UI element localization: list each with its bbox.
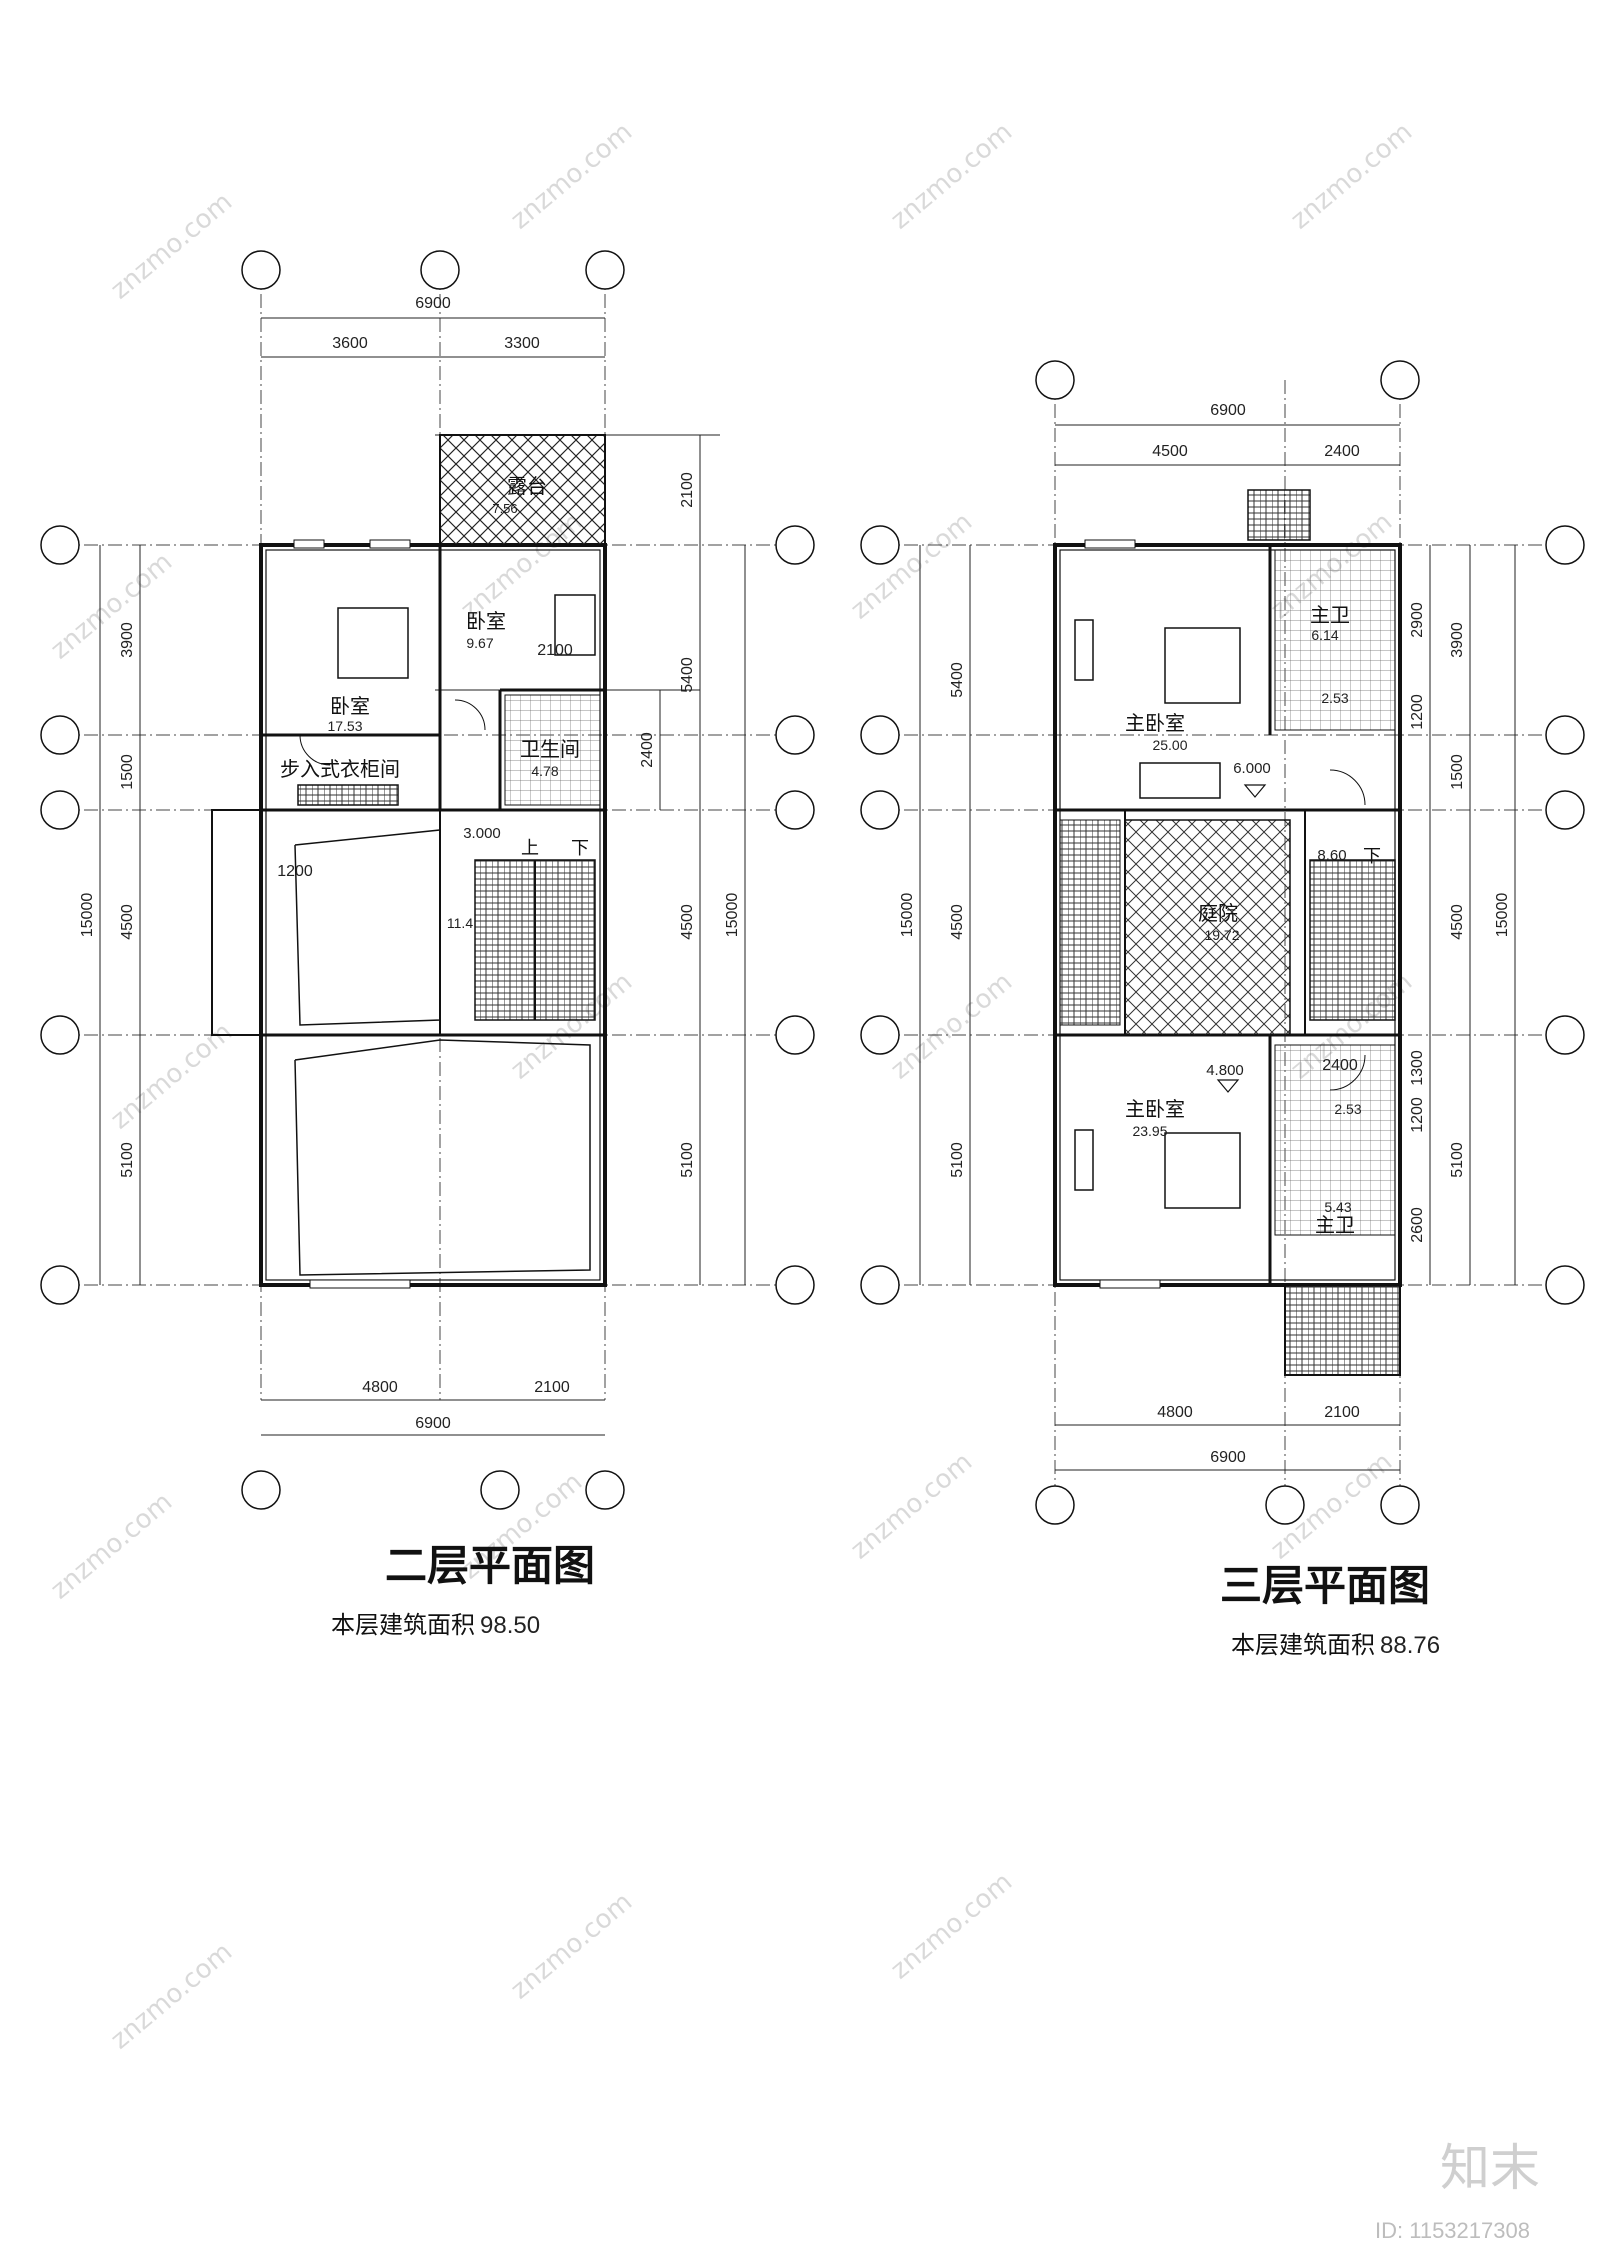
f3-room-courtyard: 庭院 bbox=[1198, 901, 1238, 925]
f3-dim-left-c: 5100 bbox=[949, 1142, 966, 1178]
f3-level2: 4.800 bbox=[1206, 1062, 1244, 1079]
f2-room-bed1: 卧室 bbox=[330, 694, 370, 718]
f2-stair-down: 下 bbox=[571, 838, 589, 859]
f2-room-bed2: 卧室 bbox=[466, 609, 506, 633]
f3-room-bath2-area: 5.43 bbox=[1324, 1199, 1351, 1215]
watermark-text: znzmo.com bbox=[1285, 117, 1418, 235]
f2-stair-level: 3.000 bbox=[463, 825, 501, 842]
f2-dim-mid-b: 1200 bbox=[277, 863, 313, 880]
f3-dim-left-total: 15000 bbox=[899, 893, 916, 938]
brand-logo: 知末 bbox=[1440, 2139, 1540, 2197]
brand-watermark: 知末 ID: 1153217308 bbox=[1375, 2139, 1540, 2243]
f2-dim-left-c: 4500 bbox=[119, 904, 136, 940]
f3-room-master1: 主卧室 bbox=[1125, 711, 1185, 735]
f2-dim-right-d: 4500 bbox=[679, 904, 696, 940]
f3-room-master2: 主卧室 bbox=[1125, 1097, 1185, 1121]
watermark-text: znzmo.com bbox=[885, 117, 1018, 235]
f2-room-bed1-area: 17.53 bbox=[327, 718, 362, 734]
watermark-text: znzmo.com bbox=[105, 1937, 238, 2055]
f2-dim-left-a: 3900 bbox=[119, 622, 136, 658]
f2-dim-right-total: 15000 bbox=[724, 893, 741, 938]
watermark-text: znzmo.com bbox=[845, 1447, 978, 1565]
f3-dim-right-d: 1500 bbox=[1449, 754, 1466, 790]
f2-room-closet: 步入式衣柜间 bbox=[280, 757, 400, 781]
f2-room-bath: 卫生间 bbox=[520, 737, 580, 761]
f2-area-value: 98.50 bbox=[480, 1612, 540, 1639]
watermark-text: znzmo.com bbox=[105, 187, 238, 305]
f3-dim-left-b: 4500 bbox=[949, 904, 966, 940]
f2-dim-top-b: 3300 bbox=[504, 335, 540, 352]
f3-dim-top-total: 6900 bbox=[1210, 402, 1246, 419]
f3-dim-mid-a: 2400 bbox=[1322, 1057, 1358, 1074]
f2-dim-left-total: 15000 bbox=[79, 893, 96, 938]
floor3-labels: 6900 4500 2400 4800 2100 6900 5400 4500 … bbox=[899, 402, 1511, 1659]
f3-room-master2-area: 23.95 bbox=[1132, 1123, 1167, 1139]
f2-dim-left-d: 5100 bbox=[119, 1142, 136, 1178]
f3-dim-right-total: 15000 bbox=[1494, 893, 1511, 938]
f2-stair-up: 上 bbox=[521, 838, 539, 859]
f3-stair-area: 8.60 bbox=[1317, 847, 1346, 864]
floor3-plan bbox=[860, 360, 1585, 1525]
f3-dim-right-i: 5100 bbox=[1449, 1142, 1466, 1178]
f3-dim-bottom-a: 4800 bbox=[1157, 1404, 1193, 1421]
f2-dim-left-b: 1500 bbox=[119, 754, 136, 790]
f3-room-closet2-area: 2.53 bbox=[1334, 1101, 1361, 1117]
f3-room-bath2: 主卫 bbox=[1315, 1213, 1355, 1237]
f3-dim-right-e: 4500 bbox=[1449, 904, 1466, 940]
f2-dim-bottom-b: 2100 bbox=[534, 1379, 570, 1396]
f3-level1: 6.000 bbox=[1233, 760, 1271, 777]
f2-room-terrace: 露台 bbox=[507, 474, 547, 498]
f3-title: 三层平面图 bbox=[1220, 1561, 1430, 1610]
f2-dim-mid-a: 2100 bbox=[537, 642, 573, 659]
f2-dim-right-c: 2400 bbox=[639, 732, 656, 768]
floor2-labels: 6900 3600 3300 4800 2100 6900 3900 1500 … bbox=[79, 295, 741, 1639]
f2-dim-right-b: 5400 bbox=[679, 657, 696, 693]
f3-room-bath1-area: 6.14 bbox=[1311, 627, 1338, 643]
f3-room-bath1: 主卫 bbox=[1310, 603, 1350, 627]
f2-dim-right-a: 2100 bbox=[679, 472, 696, 508]
f3-dim-bottom-b: 2100 bbox=[1324, 1404, 1360, 1421]
f3-stair-down: 下 bbox=[1363, 846, 1381, 867]
watermark-text: znzmo.com bbox=[885, 967, 1018, 1085]
f3-area-value: 88.76 bbox=[1380, 1632, 1440, 1659]
f3-area-label: 本层建筑面积 bbox=[1231, 1631, 1375, 1659]
f3-dim-right-g: 1200 bbox=[1409, 1097, 1426, 1133]
f3-dim-right-b: 1200 bbox=[1409, 694, 1426, 730]
f3-dim-right-c: 3900 bbox=[1449, 622, 1466, 658]
watermark-text: znzmo.com bbox=[505, 117, 638, 235]
f2-room-bath-area: 4.78 bbox=[531, 763, 558, 779]
watermark-text: znzmo.com bbox=[885, 1867, 1018, 1985]
watermark-text: znzmo.com bbox=[45, 1487, 178, 1605]
f3-dim-top-a: 4500 bbox=[1152, 443, 1188, 460]
f2-room-bed2-area: 9.67 bbox=[466, 635, 493, 651]
watermark-text: znzmo.com bbox=[845, 507, 978, 625]
f2-dim-top-a: 3600 bbox=[332, 335, 368, 352]
watermark-text: znzmo.com bbox=[45, 547, 178, 665]
f2-dim-top-total: 6900 bbox=[415, 295, 451, 312]
f3-room-courtyard-area: 19.72 bbox=[1204, 927, 1239, 943]
floor2-plan bbox=[40, 250, 815, 1510]
f3-room-closet1-area: 2.53 bbox=[1321, 690, 1348, 706]
f3-dim-top-b: 2400 bbox=[1324, 443, 1360, 460]
f3-dim-right-h: 2600 bbox=[1409, 1207, 1426, 1243]
f2-dim-bottom-a: 4800 bbox=[362, 1379, 398, 1396]
f2-title: 二层平面图 bbox=[385, 1541, 595, 1590]
f3-dim-bottom-total: 6900 bbox=[1210, 1449, 1246, 1466]
f2-dim-right-e: 5100 bbox=[679, 1142, 696, 1178]
f3-dim-right-f: 1300 bbox=[1409, 1050, 1426, 1086]
f3-room-master1-area: 25.00 bbox=[1152, 737, 1187, 753]
f2-area-label: 本层建筑面积 bbox=[331, 1611, 475, 1639]
brand-id: ID: 1153217308 bbox=[1375, 2218, 1530, 2243]
f2-dim-bottom-total: 6900 bbox=[415, 1415, 451, 1432]
watermark-text: znzmo.com bbox=[505, 1887, 638, 2005]
f3-dim-right-a: 2900 bbox=[1409, 602, 1426, 638]
f2-stair-area: 11.4 bbox=[447, 915, 473, 931]
f2-room-terrace-area: 7.56 bbox=[492, 501, 517, 516]
f3-dim-left-a: 5400 bbox=[949, 662, 966, 698]
